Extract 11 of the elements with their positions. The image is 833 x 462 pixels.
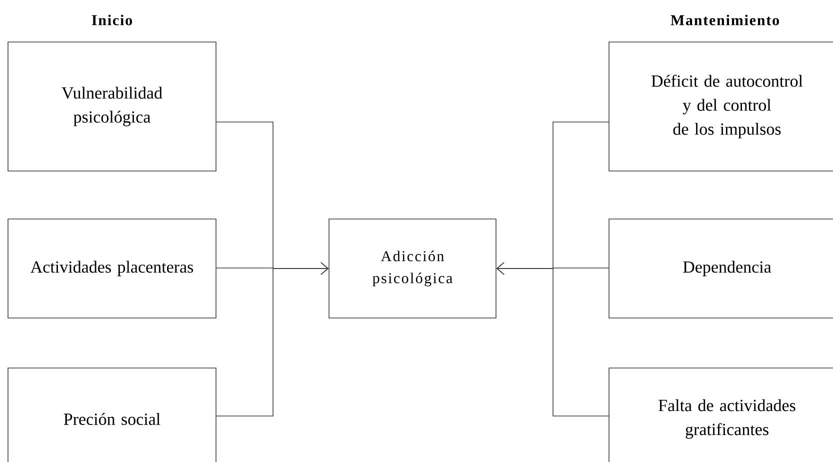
arrow: [216, 262, 329, 416]
text-box: Déficit de autocontrol y del control de los impulsos: [608, 42, 833, 172]
arrow: [496, 262, 609, 416]
heading: Inicio: [92, 14, 132, 26]
text-box: Falta de actividades gratificantes: [608, 368, 833, 462]
center-box: Adicción psicológica: [328, 218, 496, 318]
heading: Mantenimiento: [670, 14, 779, 26]
text-box: Actividades placenteras: [8, 218, 216, 318]
text-box: Dependencia: [608, 218, 833, 318]
text-box: Preción social: [8, 368, 216, 462]
text-box: Vulnerabilidad psicológica: [8, 42, 216, 172]
